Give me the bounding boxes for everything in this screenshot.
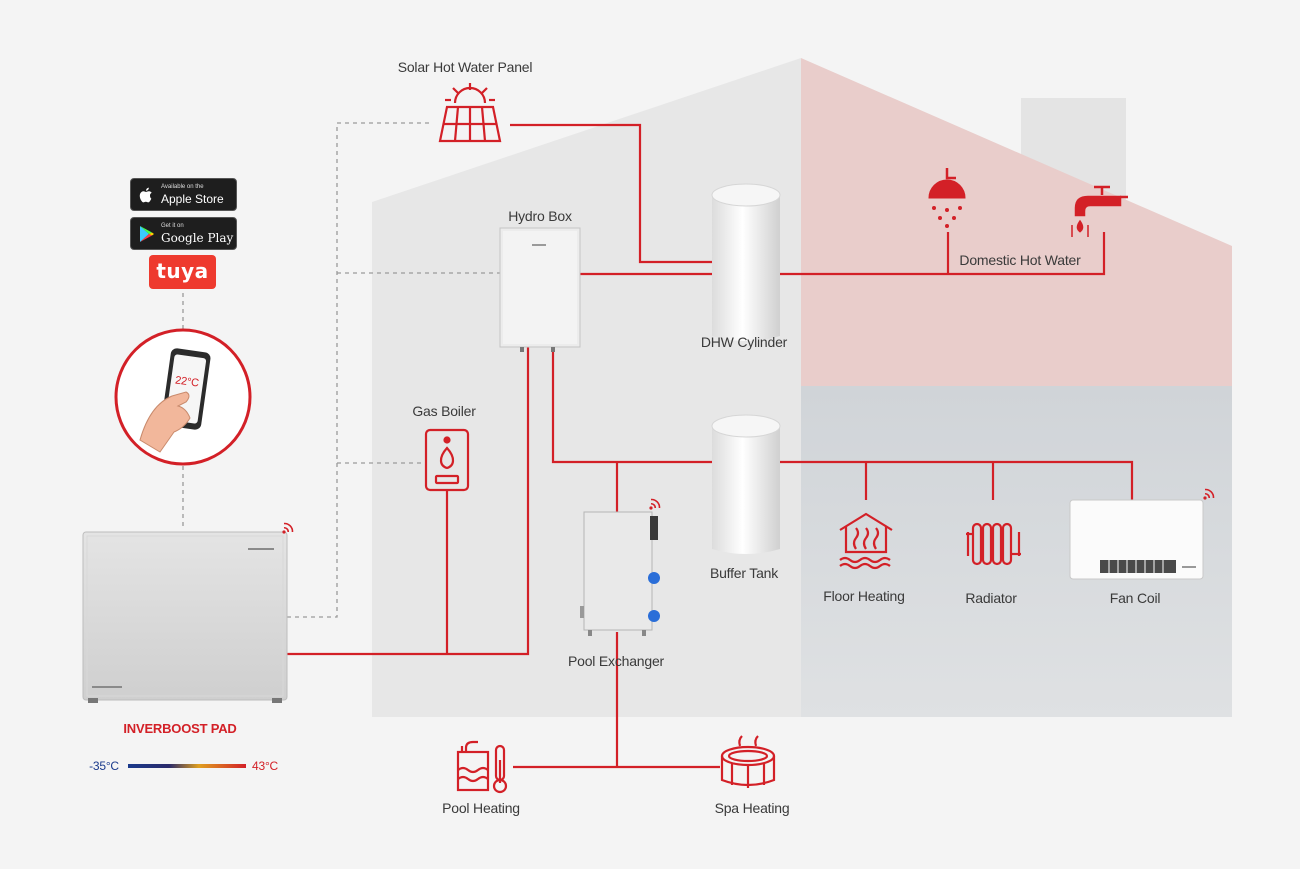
google-play-badge[interactable]: Get it on Google Play — [130, 217, 237, 250]
radiator-icon — [966, 522, 1021, 566]
house-upper-right — [801, 58, 1232, 386]
dhw-cylinder-label: DHW Cylinder — [700, 334, 788, 350]
floor-heating-icon — [839, 512, 893, 570]
hydro-box-label: Hydro Box — [508, 208, 572, 224]
google-play-icon — [140, 226, 154, 242]
pool-heating-label: Pool Heating — [442, 800, 520, 816]
solar-panel-label: Solar Hot Water Panel — [397, 59, 533, 75]
pool-exchanger-label: Pool Exchanger — [567, 653, 665, 669]
domestic-hot-water-label: Domestic Hot Water — [959, 252, 1081, 268]
temperature-min: -35°C — [89, 759, 119, 773]
radiator-label: Radiator — [965, 590, 1017, 606]
pool-heating-icon — [456, 740, 508, 794]
gas-boiler-icon — [424, 428, 470, 492]
dhw-cylinder-shape — [711, 183, 781, 341]
buffer-tank-label: Buffer Tank — [709, 565, 779, 581]
google-play-small-text: Get it on — [161, 223, 184, 229]
temperature-max: 43°C — [251, 759, 279, 773]
apple-icon — [139, 187, 152, 203]
buffer-tank-shape — [711, 414, 781, 554]
spa-heating-icon — [720, 735, 776, 788]
faucet-icon — [1071, 185, 1128, 237]
pipes — [285, 123, 1134, 769]
temperature-range-bar — [128, 764, 246, 768]
fan-coil-label: Fan Coil — [1109, 590, 1161, 606]
heat-pump-unit — [82, 531, 288, 703]
apple-store-label: Apple Store — [161, 192, 224, 206]
shower-icon — [928, 168, 966, 228]
heat-pump-label: INVERBOOST PAD — [123, 721, 237, 736]
phone-control-illustration — [114, 328, 252, 466]
house-left-wall — [372, 58, 801, 717]
spa-heating-label: Spa Heating — [714, 800, 790, 816]
house — [372, 58, 1232, 717]
solar-panel-icon — [438, 83, 502, 143]
gas-boiler-label: Gas Boiler — [412, 403, 476, 419]
floor-heating-label: Floor Heating — [823, 588, 905, 604]
tuya-logo[interactable]: tuya — [149, 255, 216, 289]
apple-store-badge[interactable]: Available on the Apple Store — [130, 178, 237, 211]
control-lines — [182, 122, 500, 618]
apple-store-small-text: Available on the — [161, 184, 204, 190]
google-play-label: Google Play — [161, 231, 234, 245]
pool-exchanger-unit — [580, 511, 660, 636]
fan-coil-unit — [1069, 499, 1204, 580]
hydro-box — [499, 227, 581, 352]
wifi-icon — [282, 488, 1215, 534]
